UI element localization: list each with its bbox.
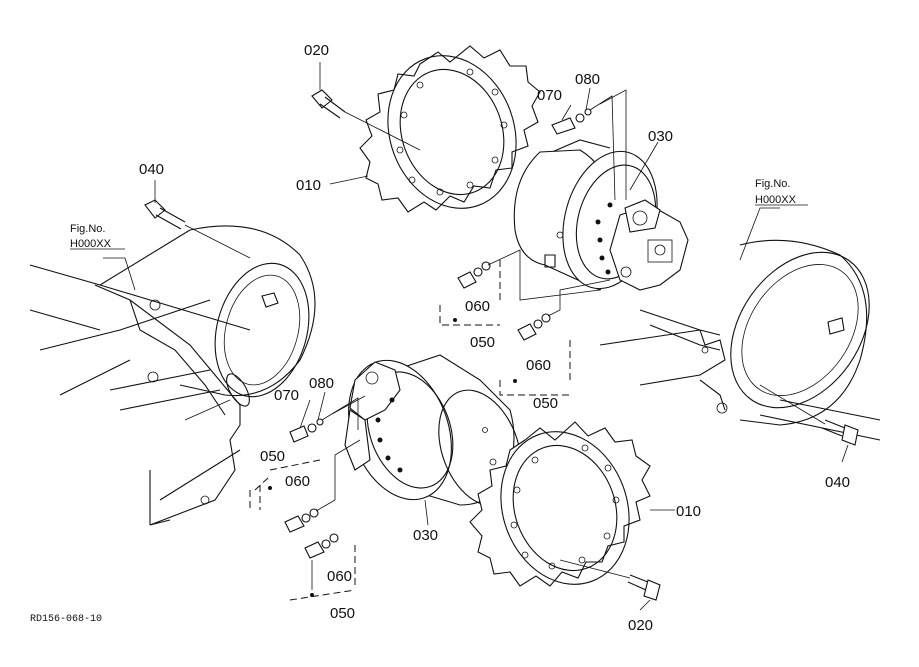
bolt-040-left [144,199,251,259]
label-080-top: 080 [575,71,600,88]
label-050-upper-right: 050 [533,395,558,412]
bolt-040-right [759,384,859,446]
drawing-code: RD156-068-10 [30,614,102,625]
label-050-lower-top: 050 [260,448,285,465]
label-060-lower-top: 060 [285,473,310,490]
fig-ref-right-line1: Fig.No. [755,178,790,190]
callout-labels: 020 010 040 070 080 030 060 050 060 050 … [30,42,850,634]
fig-ref-left-line1: Fig.No. [70,223,105,235]
right-track-frame [599,239,881,441]
upper-drive-motor [513,139,689,291]
label-050-upper-left: 050 [470,334,495,351]
upper-fittings [439,89,627,396]
bolt-020-upper [311,89,421,151]
label-050-lower-bottom: 050 [330,605,355,622]
label-020-bottom: 020 [628,617,653,634]
label-080-lower: 080 [309,375,334,392]
label-020-top: 020 [304,42,329,59]
label-030-lower: 030 [413,527,438,544]
fig-ref-right-line2: H000XX [755,194,797,206]
leader-lines [103,62,849,611]
label-060-lower-bottom: 060 [327,568,352,585]
lower-sprocket [469,421,651,587]
upper-sprocket [359,45,541,213]
lower-drive-motor [344,354,522,507]
label-010-lower: 010 [676,503,701,520]
left-track-frame [29,225,316,526]
label-070-lower: 070 [274,387,299,404]
label-060-upper-right: 060 [526,357,551,374]
bolt-020-lower [559,559,661,601]
label-010-top: 010 [296,177,321,194]
label-060-upper-left: 060 [465,298,490,315]
fig-ref-left-line2: H000XX [70,238,112,250]
label-030-top: 030 [648,128,673,145]
label-040-right: 040 [825,474,850,491]
lower-fittings [249,395,366,601]
label-070-top: 070 [537,87,562,104]
label-040-left: 040 [139,161,164,178]
